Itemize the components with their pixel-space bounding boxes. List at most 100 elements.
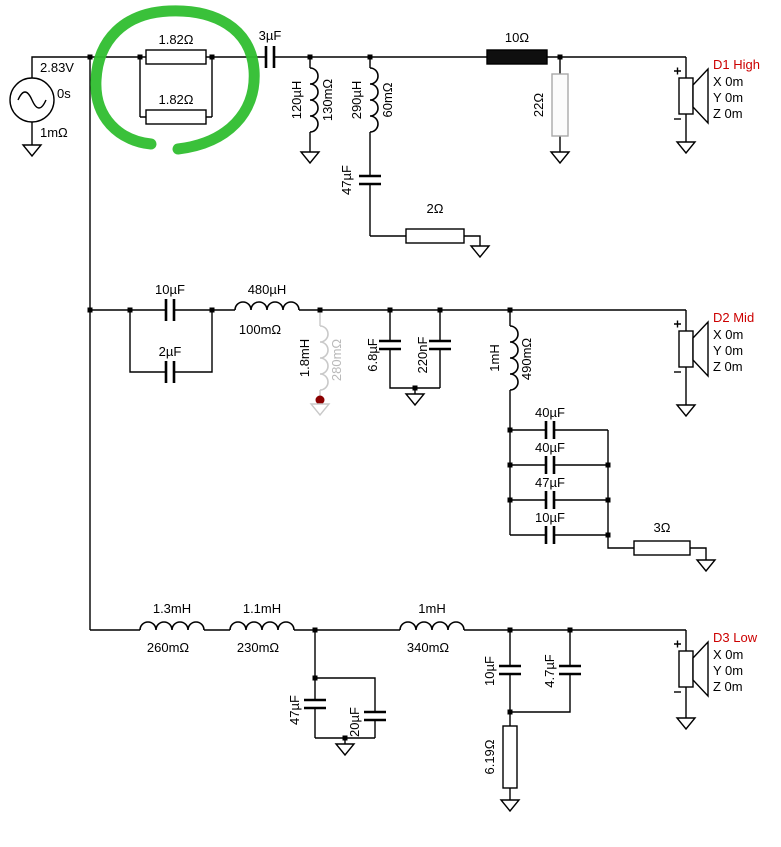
label-l-1mh-low: 1mH	[418, 601, 445, 616]
speaker-symbol-d2[interactable]	[673, 319, 709, 377]
resistor-parallel-2[interactable]: 1.82Ω	[145, 92, 207, 125]
ground-disabled[interactable]	[310, 403, 330, 416]
label-l-1mh-low-esr: 340mΩ	[407, 640, 450, 655]
ground-d3[interactable]	[676, 717, 696, 730]
capacitor-3uf[interactable]: 3µF	[259, 28, 282, 68]
label-l-1mh-mid-esr: 490mΩ	[519, 338, 534, 381]
capacitor-20uf[interactable]: 20µF	[347, 707, 386, 737]
capacitor-bank-40uf-2[interactable]: 40µF	[535, 440, 565, 474]
capacitor-6-8uf[interactable]: 6.8µF	[365, 338, 401, 372]
label-r-3ohm: 3Ω	[654, 520, 671, 535]
speaker-symbol-d1[interactable]	[673, 66, 709, 124]
label-c-10uf-low: 10µF	[482, 656, 497, 686]
inductor-1-1mh[interactable]: 1.1mH 230mΩ	[229, 601, 295, 655]
capacitor-47uf-high[interactable]: 47µF	[339, 165, 381, 195]
driver-name-d2: D2 Mid	[713, 310, 754, 325]
driver-z-d1: Z 0m	[713, 106, 743, 121]
source-voltage-label: 2.83V	[40, 60, 74, 75]
label-c-4-7uf: 4.7µF	[542, 654, 557, 688]
inductor-480uh[interactable]: 480µH 100mΩ	[234, 282, 300, 337]
label-c-6-8uf: 6.8µF	[365, 338, 380, 372]
resistor-22ohm[interactable]: 22Ω	[531, 73, 569, 137]
label-l-290uh-esr: 60mΩ	[380, 82, 395, 117]
inductor-1mh-mid[interactable]: 1mH 490mΩ	[487, 325, 534, 391]
ground-low-shunt[interactable]	[335, 743, 355, 756]
label-l-1-3mh-esr: 260mΩ	[147, 640, 190, 655]
inductor-120uh[interactable]: 120µH 130mΩ	[289, 67, 335, 133]
label-c-20uf: 20µF	[347, 707, 362, 737]
label-r-10ohm: 10Ω	[505, 30, 529, 45]
label-c-47uf-low: 47µF	[287, 695, 302, 725]
capacitor-4-7uf[interactable]: 4.7µF	[542, 654, 581, 688]
label-r-parallel-1: 1.82Ω	[158, 32, 193, 47]
label-l-120uh-esr: 130mΩ	[320, 79, 335, 122]
driver-y-d1: Y 0m	[713, 90, 743, 105]
inductor-1-8mh-disabled[interactable]: 1.8mH 280mΩ	[297, 310, 344, 416]
label-l-1-3mh: 1.3mH	[153, 601, 191, 616]
inductor-290uh[interactable]: 290µH 60mΩ	[349, 67, 395, 133]
disabled-inductor-coil	[319, 325, 329, 391]
resistor-6-19ohm[interactable]: 6.19Ω	[482, 725, 518, 789]
ground-22ohm[interactable]	[550, 151, 570, 164]
source-start-time-label: 0s	[57, 86, 71, 101]
driver-name-d1: D1 High	[713, 57, 760, 72]
inductor-1mh-low[interactable]: 1mH 340mΩ	[399, 601, 465, 655]
label-r-6-19ohm: 6.19Ω	[482, 739, 497, 774]
label-c-47uf-high: 47µF	[339, 165, 354, 195]
label-r-parallel-2: 1.82Ω	[158, 92, 193, 107]
driver-y-d2: Y 0m	[713, 343, 743, 358]
ground-3ohm[interactable]	[696, 559, 716, 572]
label-bank-cap-2: 40µF	[535, 440, 565, 455]
annotation-circle	[90, 5, 260, 155]
label-bank-cap-4: 10µF	[535, 510, 565, 525]
driver-z-d3: Z 0m	[713, 679, 743, 694]
resistor-2ohm[interactable]: 2Ω	[405, 201, 465, 244]
label-l-1-8mh: 1.8mH	[297, 339, 312, 377]
ground-d2[interactable]	[676, 404, 696, 417]
capacitor-bank-40uf-1[interactable]: 40µF	[535, 405, 565, 439]
label-r-2ohm: 2Ω	[427, 201, 444, 216]
resistor-parallel-1[interactable]: 1.82Ω	[145, 32, 207, 65]
label-l-1mh-mid: 1mH	[487, 344, 502, 371]
ground-d1[interactable]	[676, 141, 696, 154]
ground-mid-shunt[interactable]	[405, 393, 425, 406]
capacitor-10uf-mid[interactable]: 10µF	[155, 282, 185, 321]
ground-6-19ohm[interactable]	[500, 799, 520, 812]
junction-dots	[87, 54, 611, 741]
capacitor-10uf-low[interactable]: 10µF	[482, 656, 521, 686]
speaker-d1-high[interactable]: D1 High X 0m Y 0m Z 0m	[673, 57, 760, 124]
capacitor-bank-10uf[interactable]: 10µF	[535, 510, 565, 544]
speaker-d2-mid[interactable]: D2 Mid X 0m Y 0m Z 0m	[673, 310, 754, 377]
driver-y-d3: Y 0m	[713, 663, 743, 678]
wire-high-section	[31, 56, 687, 246]
wire-network	[31, 56, 707, 800]
voltage-source[interactable]: 2.83V 0s 1mΩ	[9, 60, 74, 140]
red-node-dot	[315, 395, 325, 405]
driver-x-d1: X 0m	[713, 74, 743, 89]
label-c-220nf: 220nF	[415, 337, 430, 374]
ground-source[interactable]	[22, 144, 42, 157]
capacitor-220nf[interactable]: 220nF	[415, 337, 451, 374]
label-l-1-1mh: 1.1mH	[243, 601, 281, 616]
capacitor-47uf-low[interactable]: 47µF	[287, 695, 326, 725]
speaker-d3-low[interactable]: D3 Low X 0m Y 0m Z 0m	[673, 630, 758, 697]
label-l-1-8mh-esr: 280mΩ	[329, 339, 344, 382]
speaker-symbol-d3[interactable]	[673, 639, 709, 697]
label-r-22ohm: 22Ω	[531, 93, 546, 117]
resistor-3ohm[interactable]: 3Ω	[633, 520, 691, 556]
driver-name-d3: D3 Low	[713, 630, 758, 645]
label-c-3uf: 3µF	[259, 28, 282, 43]
label-c-2uf-mid: 2µF	[159, 344, 182, 359]
capacitor-bank-47uf[interactable]: 47µF	[535, 475, 565, 509]
ground-120uh[interactable]	[300, 151, 320, 164]
label-l-120uh: 120µH	[289, 81, 304, 120]
inductor-1-3mh[interactable]: 1.3mH 260mΩ	[139, 601, 205, 655]
resistor-10ohm[interactable]: 10Ω	[486, 30, 548, 65]
label-l-290uh: 290µH	[349, 81, 364, 120]
ground-2ohm-trap[interactable]	[470, 245, 490, 258]
source-impedance-label: 1mΩ	[40, 125, 68, 140]
label-l-480uh: 480µH	[248, 282, 287, 297]
label-l-1-1mh-esr: 230mΩ	[237, 640, 280, 655]
capacitor-2uf-mid[interactable]: 2µF	[159, 344, 182, 383]
